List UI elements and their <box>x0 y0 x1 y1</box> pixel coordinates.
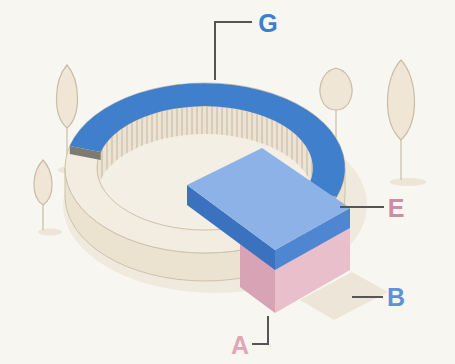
callout-letter: E <box>388 196 405 221</box>
leader-line <box>215 22 384 344</box>
zone-b <box>187 148 350 250</box>
callout-letter: B <box>387 285 405 310</box>
callout-letter: A <box>231 333 249 358</box>
tree <box>387 60 426 186</box>
tree <box>34 160 62 236</box>
ring-end <box>70 146 101 160</box>
callout-letter: G <box>258 11 277 36</box>
